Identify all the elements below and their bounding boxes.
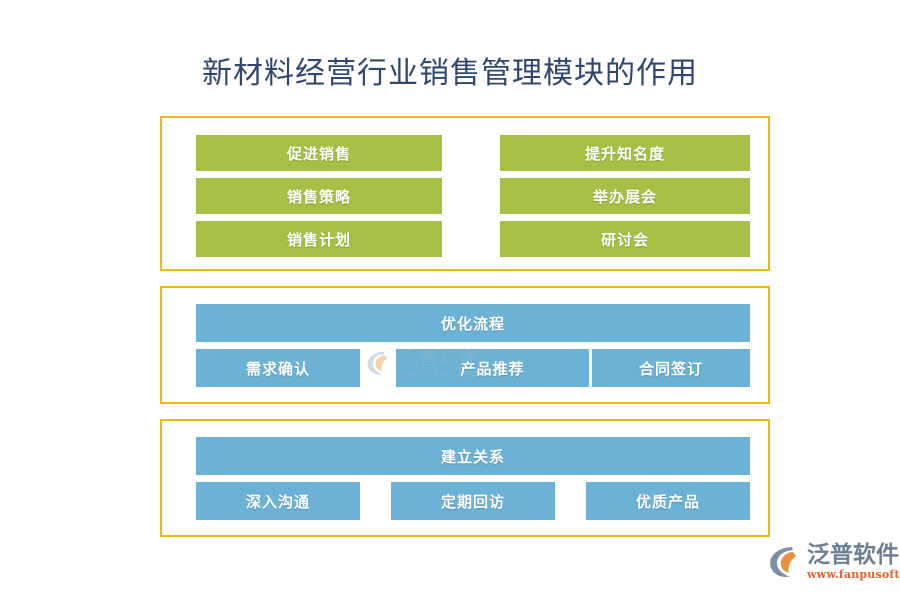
panel-3-row: 深入沟通 定期回访 优质产品 (196, 482, 750, 520)
panel-1-left-column: 促进销售 销售策略 销售计划 (196, 135, 442, 257)
chip-regular-followup[interactable]: 定期回访 (391, 482, 555, 520)
chip-host-exhibition[interactable]: 举办展会 (500, 178, 750, 214)
spacer (360, 349, 396, 387)
relationship-building-panel: 建立关系 深入沟通 定期回访 优质产品 (160, 419, 770, 537)
chip-quality-product[interactable]: 优质产品 (586, 482, 750, 520)
panel-3-stack: 建立关系 深入沟通 定期回访 优质产品 (196, 437, 750, 520)
panel-1-grid: 促进销售 销售策略 销售计划 提升知名度 举办展会 研讨会 (196, 135, 750, 257)
panel-2-row: 需求确认 产品推荐 合同签订 (196, 349, 750, 387)
chip-product-recommendation[interactable]: 产品推荐 (396, 349, 589, 387)
chip-sales-strategy[interactable]: 销售策略 (196, 178, 442, 214)
brand-url: www.fanpusoft.com (807, 568, 900, 581)
chip-deep-communication[interactable]: 深入沟通 (196, 482, 360, 520)
chip-seminar[interactable]: 研讨会 (500, 221, 750, 257)
chip-requirement-confirmation[interactable]: 需求确认 (196, 349, 360, 387)
fanpu-brand-logo: 泛普软件 www.fanpusoft.com (768, 543, 900, 580)
process-optimization-panel: 优化流程 需求确认 产品推荐 合同签订 (160, 286, 770, 404)
panel-1-right-column: 提升知名度 举办展会 研讨会 (500, 135, 750, 257)
chip-promote-sales[interactable]: 促进销售 (196, 135, 442, 171)
fanpu-logo-icon (770, 546, 797, 577)
brand-name: 泛普软件 (807, 541, 899, 568)
chip-sales-plan[interactable]: 销售计划 (196, 221, 442, 257)
spacer (555, 482, 586, 520)
fanpu-brand-text: 泛普软件 www.fanpusoft.com (807, 543, 900, 580)
sales-promotion-panel: 促进销售 销售策略 销售计划 提升知名度 举办展会 研讨会 (160, 116, 770, 271)
spacer (360, 482, 391, 520)
chip-build-relationship-header[interactable]: 建立关系 (196, 437, 750, 475)
panel-2-stack: 优化流程 需求确认 产品推荐 合同签订 (196, 304, 750, 387)
chip-raise-awareness[interactable]: 提升知名度 (500, 135, 750, 171)
chip-optimize-process-header[interactable]: 优化流程 (196, 304, 750, 342)
page-title: 新材料经营行业销售管理模块的作用 (202, 56, 698, 91)
chip-contract-signing[interactable]: 合同签订 (592, 349, 750, 387)
